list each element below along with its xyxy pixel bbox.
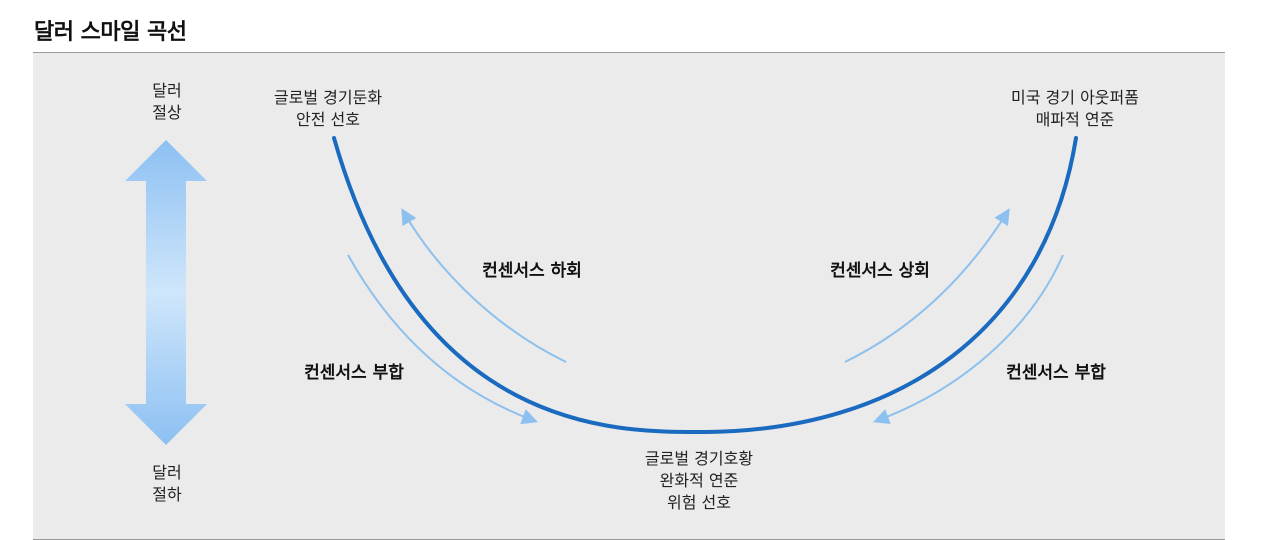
curve-label-bottom-line-3: 위험 선호 — [667, 493, 731, 512]
axis-label-appreciation-line-2: 절상 — [152, 103, 182, 122]
left-lower-movement-arrow — [347, 254, 539, 425]
axis-label-depreciation-line-2: 절하 — [152, 485, 182, 504]
movement-label-left-lower: 컨센서스 부합 — [304, 363, 404, 383]
left-upper-movement-arrow — [401, 208, 567, 363]
curve-label-right-line-2: 매파적 연준 — [1035, 110, 1115, 129]
right-lower-movement-arrow — [872, 254, 1064, 425]
axis-label-depreciation: 달러 절하 — [152, 462, 181, 506]
axis-double-arrow — [125, 140, 207, 445]
smile-curve — [332, 136, 1078, 435]
movement-label-right-lower: 컨센서스 부합 — [1006, 363, 1106, 383]
curve-label-right: 미국 경기 아웃퍼폼 매파적 연준 — [1011, 87, 1139, 131]
right-upper-movement-arrow — [844, 208, 1010, 363]
curve-label-right-line-1: 미국 경기 아웃퍼폼 — [1011, 88, 1139, 107]
movement-label-left-upper: 컨센서스 하회 — [482, 261, 582, 281]
page-title: 달러 스마일 곡선 — [34, 20, 187, 45]
curve-label-bottom-line-1: 글로벌 경기호황 — [644, 449, 754, 468]
axis-label-appreciation: 달러 절상 — [152, 80, 181, 124]
curve-label-bottom: 글로벌 경기호황 완화적 연준 위험 선호 — [645, 448, 753, 514]
curve-label-left-line-1: 글로벌 경기둔화 — [273, 88, 383, 107]
axis-label-appreciation-line-1: 달러 — [152, 81, 182, 100]
curve-label-left-line-2: 안전 선호 — [296, 110, 360, 129]
diagram-panel — [33, 52, 1225, 540]
curve-label-left: 글로벌 경기둔화 안전 선호 — [274, 87, 382, 131]
axis-label-depreciation-line-1: 달러 — [152, 463, 182, 482]
curve-label-bottom-line-2: 완화적 연준 — [659, 471, 739, 490]
movement-label-right-upper: 컨센서스 상회 — [830, 261, 930, 281]
